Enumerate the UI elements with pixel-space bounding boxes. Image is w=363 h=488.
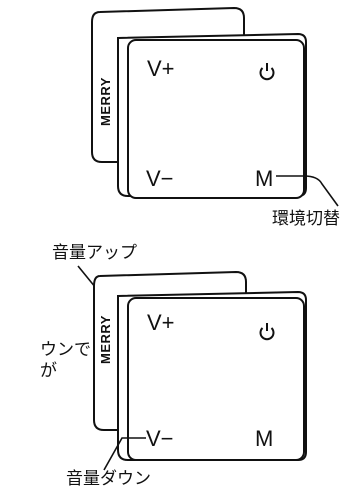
- bottom-volume-down-callout-line: [103, 437, 146, 471]
- power-icon[interactable]: [259, 323, 275, 341]
- top-mode-button[interactable]: M: [255, 166, 273, 191]
- bottom-volume-up-callout: 音量アップ: [52, 243, 137, 263]
- bottom-device: 音量アップ MERRY V+ V− M 音量ダウン: [52, 243, 307, 488]
- power-icon[interactable]: [259, 63, 275, 81]
- bottom-volume-down-button[interactable]: V−: [146, 426, 174, 451]
- top-device: MERRY V+ V− M 環境切替: [91, 6, 340, 229]
- bottom-panel-face: [127, 297, 305, 461]
- bottom-back-card: [93, 270, 247, 431]
- top-volume-down-button[interactable]: V−: [146, 166, 174, 191]
- top-volume-up-button[interactable]: V+: [147, 56, 175, 81]
- top-mode-callout-line: [276, 175, 339, 207]
- bottom-volume-down-callout: 音量ダウン: [66, 469, 151, 488]
- bottom-mode-button[interactable]: M: [255, 426, 273, 451]
- bottom-brand-label: MERRY: [98, 315, 113, 364]
- top-panel-face: [127, 39, 305, 199]
- cut-text-line2: が: [40, 361, 57, 381]
- bottom-volume-up-button[interactable]: V+: [147, 310, 175, 335]
- top-brand-label: MERRY: [98, 77, 113, 126]
- cut-text-line1: ウンで: [40, 340, 91, 360]
- top-mode-callout: 環境切替: [272, 209, 340, 229]
